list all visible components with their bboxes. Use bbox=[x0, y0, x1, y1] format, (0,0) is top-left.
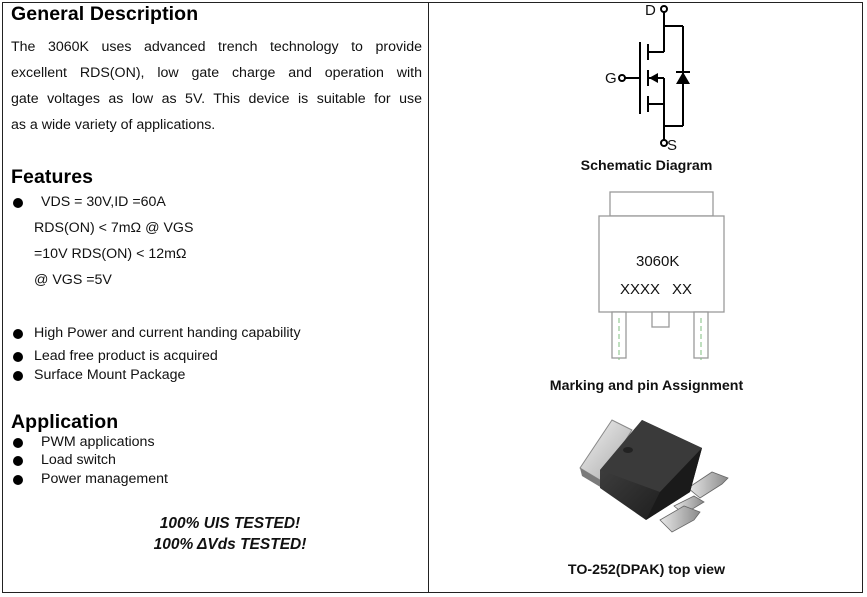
bullet bbox=[13, 438, 23, 448]
feature-spec-line-4: @ VGS =5V bbox=[34, 272, 112, 288]
dvds-tested-note: 100% ΔVds TESTED! bbox=[153, 536, 307, 553]
application-item-pwm: PWM applications bbox=[41, 434, 155, 450]
feature-item-power: High Power and current handing capabilit… bbox=[34, 325, 301, 341]
general-description-line-3: gate voltages as low as 5V. This device … bbox=[11, 91, 422, 107]
marking-caption: Marking and pin Assignment bbox=[549, 378, 744, 394]
feature-item-smd: Surface Mount Package bbox=[34, 367, 186, 383]
feature-spec-line-2: RDS(ON) < 7mΩ @ VGS bbox=[34, 220, 194, 236]
uis-tested-note: 100% UIS TESTED! bbox=[159, 515, 301, 532]
application-heading: Application bbox=[11, 411, 119, 433]
bullet bbox=[13, 456, 23, 466]
column-divider bbox=[428, 2, 429, 593]
package-caption: TO-252(DPAK) top view bbox=[567, 562, 726, 578]
application-item-load-switch: Load switch bbox=[41, 452, 116, 468]
source-pin-label: S bbox=[667, 137, 678, 154]
drain-pin-label: D bbox=[645, 2, 656, 19]
general-description-line-4: as a wide variety of applications. bbox=[11, 117, 216, 133]
feature-spec-line-3: =10V RDS(ON) < 12mΩ bbox=[34, 246, 187, 262]
general-description-heading: General Description bbox=[11, 3, 199, 25]
marking-date-code: XXXX bbox=[620, 281, 661, 298]
bullet bbox=[13, 329, 23, 339]
schematic-diagram-caption: Schematic Diagram bbox=[580, 158, 713, 174]
gate-pin-label: G bbox=[605, 70, 617, 87]
marking-lot-code: XX bbox=[672, 281, 693, 298]
features-heading: Features bbox=[11, 166, 94, 188]
feature-item-lead-free: Lead free product is acquired bbox=[34, 348, 218, 364]
bullet bbox=[13, 198, 23, 208]
feature-spec-line-1: VDS = 30V,ID =60A bbox=[41, 194, 166, 210]
marking-part-number: 3060K bbox=[636, 253, 680, 270]
bullet bbox=[13, 475, 23, 485]
general-description-line-2: excellent RDS(ON), low gate charge and o… bbox=[11, 65, 422, 81]
general-description-line-1: The 3060K uses advanced trench technolog… bbox=[11, 39, 422, 55]
application-item-power-management: Power management bbox=[41, 471, 168, 487]
bullet bbox=[13, 371, 23, 381]
bullet bbox=[13, 352, 23, 362]
